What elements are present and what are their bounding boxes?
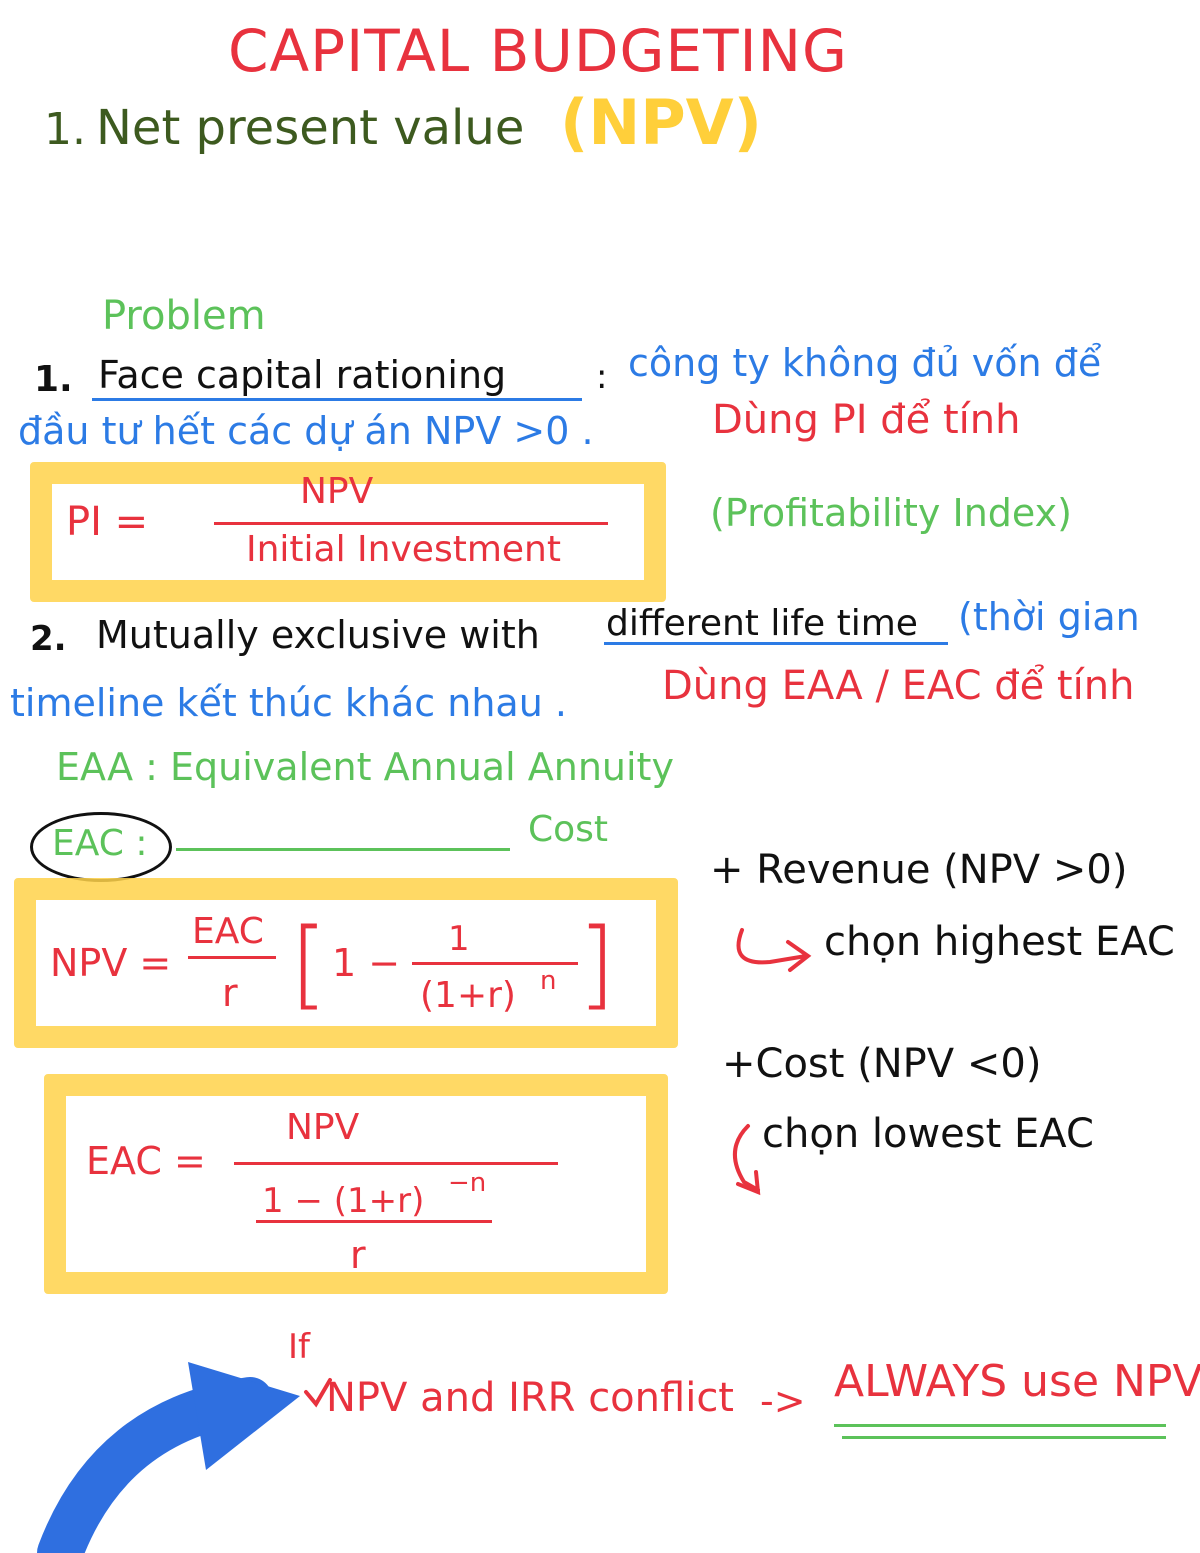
footer-conclusion: ALWAYS use NPV	[834, 1356, 1200, 1407]
rule-cost: +Cost (NPV <0)	[722, 1041, 1042, 1087]
check-icon	[304, 1378, 332, 1408]
item1-note-line1: công ty không đủ vốn để	[628, 341, 1102, 385]
npv-formula-lhs: NPV =	[50, 941, 172, 985]
footer-arrow: ->	[760, 1379, 806, 1423]
pi-denominator: Initial Investment	[246, 529, 561, 570]
eac-formula-numerator: NPV	[286, 1107, 360, 1148]
footer-conclusion-underline-1	[834, 1424, 1166, 1427]
pi-highlight-box	[30, 462, 666, 602]
npv-formula-highlight-box	[14, 878, 678, 1048]
footer-if: If	[288, 1327, 310, 1367]
eac-label: EAC :	[52, 823, 148, 864]
npv-formula-inner-denominator: (1+r)	[420, 975, 516, 1016]
rule-revenue: + Revenue (NPV >0)	[710, 847, 1128, 893]
npv-formula-one-minus: 1 −	[332, 941, 401, 985]
footer-text: NPV and IRR conflict	[326, 1375, 734, 1421]
rule-revenue-choice: chọn highest EAC	[824, 919, 1175, 965]
item2-note-line1: (thời gian	[958, 595, 1140, 639]
npv-formula-fraction-bar	[188, 956, 276, 959]
item1-term-underline	[92, 398, 582, 401]
pi-fraction-bar	[214, 522, 608, 525]
npv-formula-bracket-close: ]	[578, 908, 616, 1020]
npv-formula-bracket-open: [	[290, 908, 328, 1020]
eac-formula-inner-fraction-bar	[256, 1220, 492, 1223]
item2-text: Mutually exclusive with	[96, 613, 540, 657]
big-blue-arrowhead-icon	[188, 1362, 300, 1470]
item1-number: 1.	[34, 359, 73, 400]
item2-number: 2.	[30, 619, 67, 659]
item2-term: different life time	[606, 603, 918, 644]
pi-numerator: NPV	[300, 471, 374, 512]
npv-formula-inner-exponent: n	[540, 966, 557, 996]
item1-note-line2: đầu tư hết các dự án NPV >0 .	[18, 409, 594, 453]
eac-formula-highlight-box	[44, 1074, 668, 1294]
revenue-arrowhead-icon	[786, 940, 812, 972]
revenue-arrow-icon	[736, 928, 808, 965]
eac-formula-lhs: EAC =	[86, 1139, 206, 1183]
eac-formula-denominator-exponent: −n	[448, 1168, 487, 1198]
footer-conclusion-underline-2	[842, 1436, 1166, 1439]
item2-action: Dùng EAA / EAC để tính	[662, 663, 1135, 709]
rule-cost-choice: chọn lowest EAC	[762, 1111, 1094, 1157]
problem-heading: Problem	[102, 293, 266, 339]
npv-formula-inner-fraction-bar	[412, 962, 578, 965]
cost-arrow-icon	[732, 1124, 760, 1192]
section-number: 1.	[44, 104, 86, 155]
npv-formula-denominator: r	[222, 971, 238, 1015]
item1-action: Dùng PI để tính	[712, 397, 1021, 443]
cost-arrowhead-icon	[736, 1170, 761, 1196]
page-title: CAPITAL BUDGETING	[228, 17, 848, 85]
eac-definition-word: Cost	[528, 809, 609, 850]
item2-note-line2: timeline kết thúc khác nhau .	[10, 681, 567, 725]
pi-lhs: PI =	[66, 499, 149, 545]
item2-term-underline	[604, 642, 948, 645]
item1-colon: :	[596, 357, 608, 397]
section-heading: Net present value	[96, 100, 525, 156]
pi-name: (Profitability Index)	[710, 491, 1072, 535]
item1-term: Face capital rationing	[98, 353, 507, 397]
eaa-definition: EAA : Equivalent Annual Annuity	[56, 745, 674, 789]
npv-formula-numerator: EAC	[192, 911, 264, 952]
eac-formula-denominator-bottom: r	[350, 1233, 366, 1277]
eac-formula-denominator-top: 1 − (1+r)	[262, 1181, 425, 1221]
eac-definition-blank	[176, 848, 510, 851]
npv-formula-inner-numerator: 1	[448, 919, 470, 959]
eac-formula-fraction-bar	[234, 1162, 558, 1165]
section-abbr: (NPV)	[560, 86, 762, 159]
